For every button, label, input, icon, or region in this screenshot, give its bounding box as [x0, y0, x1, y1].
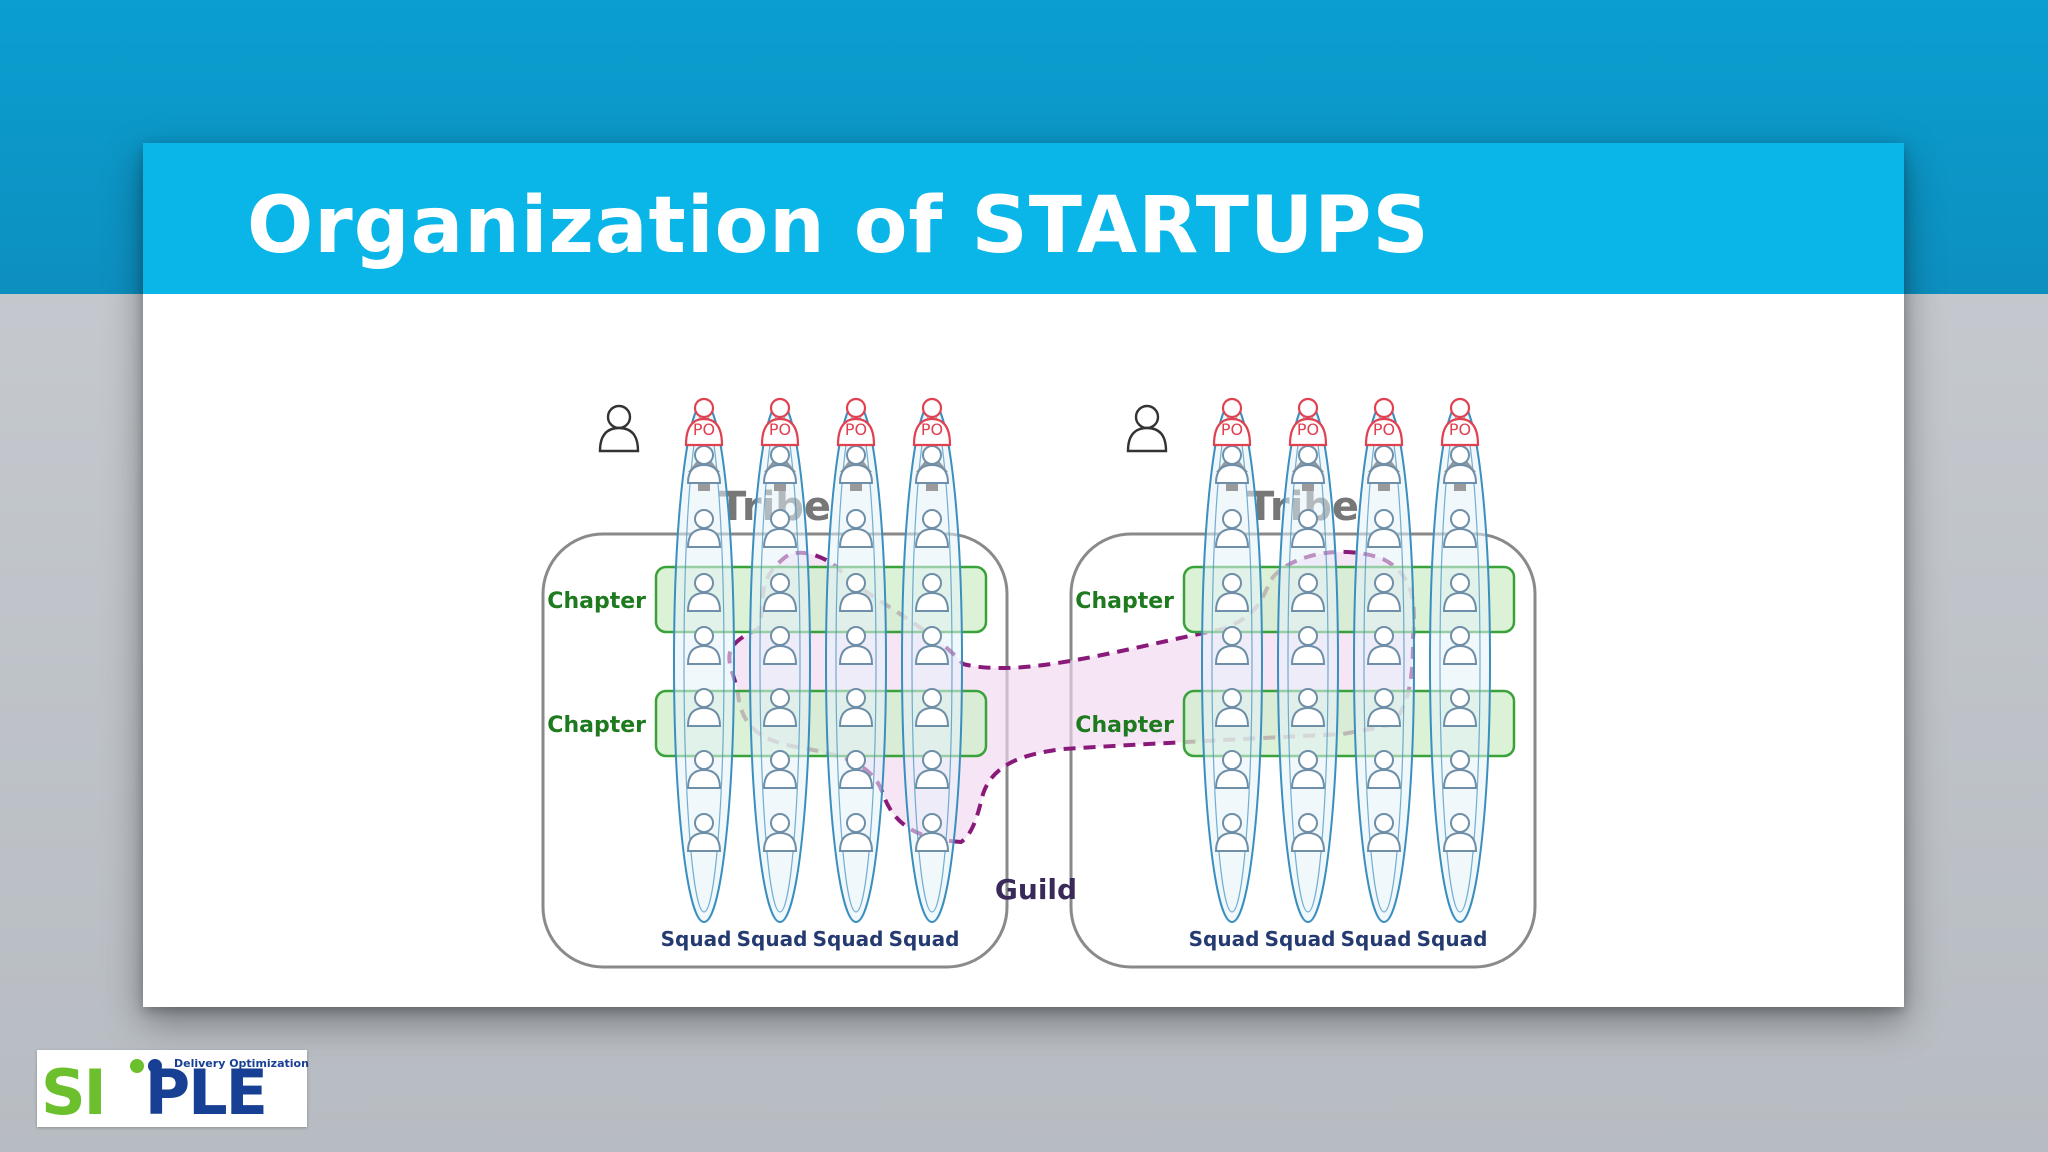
squad-1-1: PO Squad — [661, 397, 735, 951]
squad-label: Squad — [1417, 927, 1488, 951]
squad-2-1: PO Squad — [1189, 397, 1263, 951]
chapter-label-1-1: Chapter — [547, 589, 646, 614]
squad-label: Squad — [889, 927, 960, 951]
squad-2-3: PO Squad — [1341, 397, 1415, 951]
slide-title: Organization of STARTUPS — [247, 181, 1430, 271]
svg-text:PO: PO — [1297, 420, 1319, 439]
svg-text:PO: PO — [1449, 420, 1471, 439]
svg-text:PO: PO — [693, 420, 715, 439]
tribe-lead-icon-2 — [1126, 404, 1168, 453]
svg-text:PO: PO — [1373, 420, 1395, 439]
svg-text:PO: PO — [1221, 420, 1243, 439]
logo-tagline: Delivery Optimization — [174, 1057, 309, 1070]
chapter-label-1-2: Chapter — [547, 713, 646, 738]
squad-label: Squad — [1189, 927, 1260, 951]
squad-2-4: PO Squad — [1417, 397, 1491, 951]
logo-mark-icon — [130, 1059, 162, 1073]
tribe-lead-icon-1 — [598, 404, 640, 453]
title-bar: Organization of STARTUPS — [143, 143, 1904, 294]
squad-label: Squad — [1265, 927, 1336, 951]
squad-2-2: PO Squad — [1265, 397, 1339, 951]
guild-label: Guild — [995, 873, 1077, 906]
squad-label: Squad — [661, 927, 732, 951]
squad-label: Squad — [737, 927, 808, 951]
squad-label: Squad — [813, 927, 884, 951]
svg-text:PO: PO — [769, 420, 791, 439]
svg-text:PO: PO — [921, 420, 943, 439]
chapter-label-2-1: Chapter — [1075, 589, 1174, 614]
squad-label: Squad — [1341, 927, 1412, 951]
chapter-label-2-2: Chapter — [1075, 713, 1174, 738]
squad-1-3: PO Squad — [813, 397, 887, 951]
slide-card: Organization of STARTUPS — [143, 143, 1904, 1007]
squad-1-4: PO Squad — [889, 397, 963, 951]
squad-1-2: PO Squad — [737, 397, 811, 951]
tribe-organization-diagram: Tribe Tribe Chapter Chapter Chapter Chap… — [541, 397, 1537, 969]
squad-layer: PO Squad PO Squad PO Squad PO Squad PO Squad PO Squ… — [598, 397, 1491, 951]
svg-text:PO: PO — [845, 420, 867, 439]
